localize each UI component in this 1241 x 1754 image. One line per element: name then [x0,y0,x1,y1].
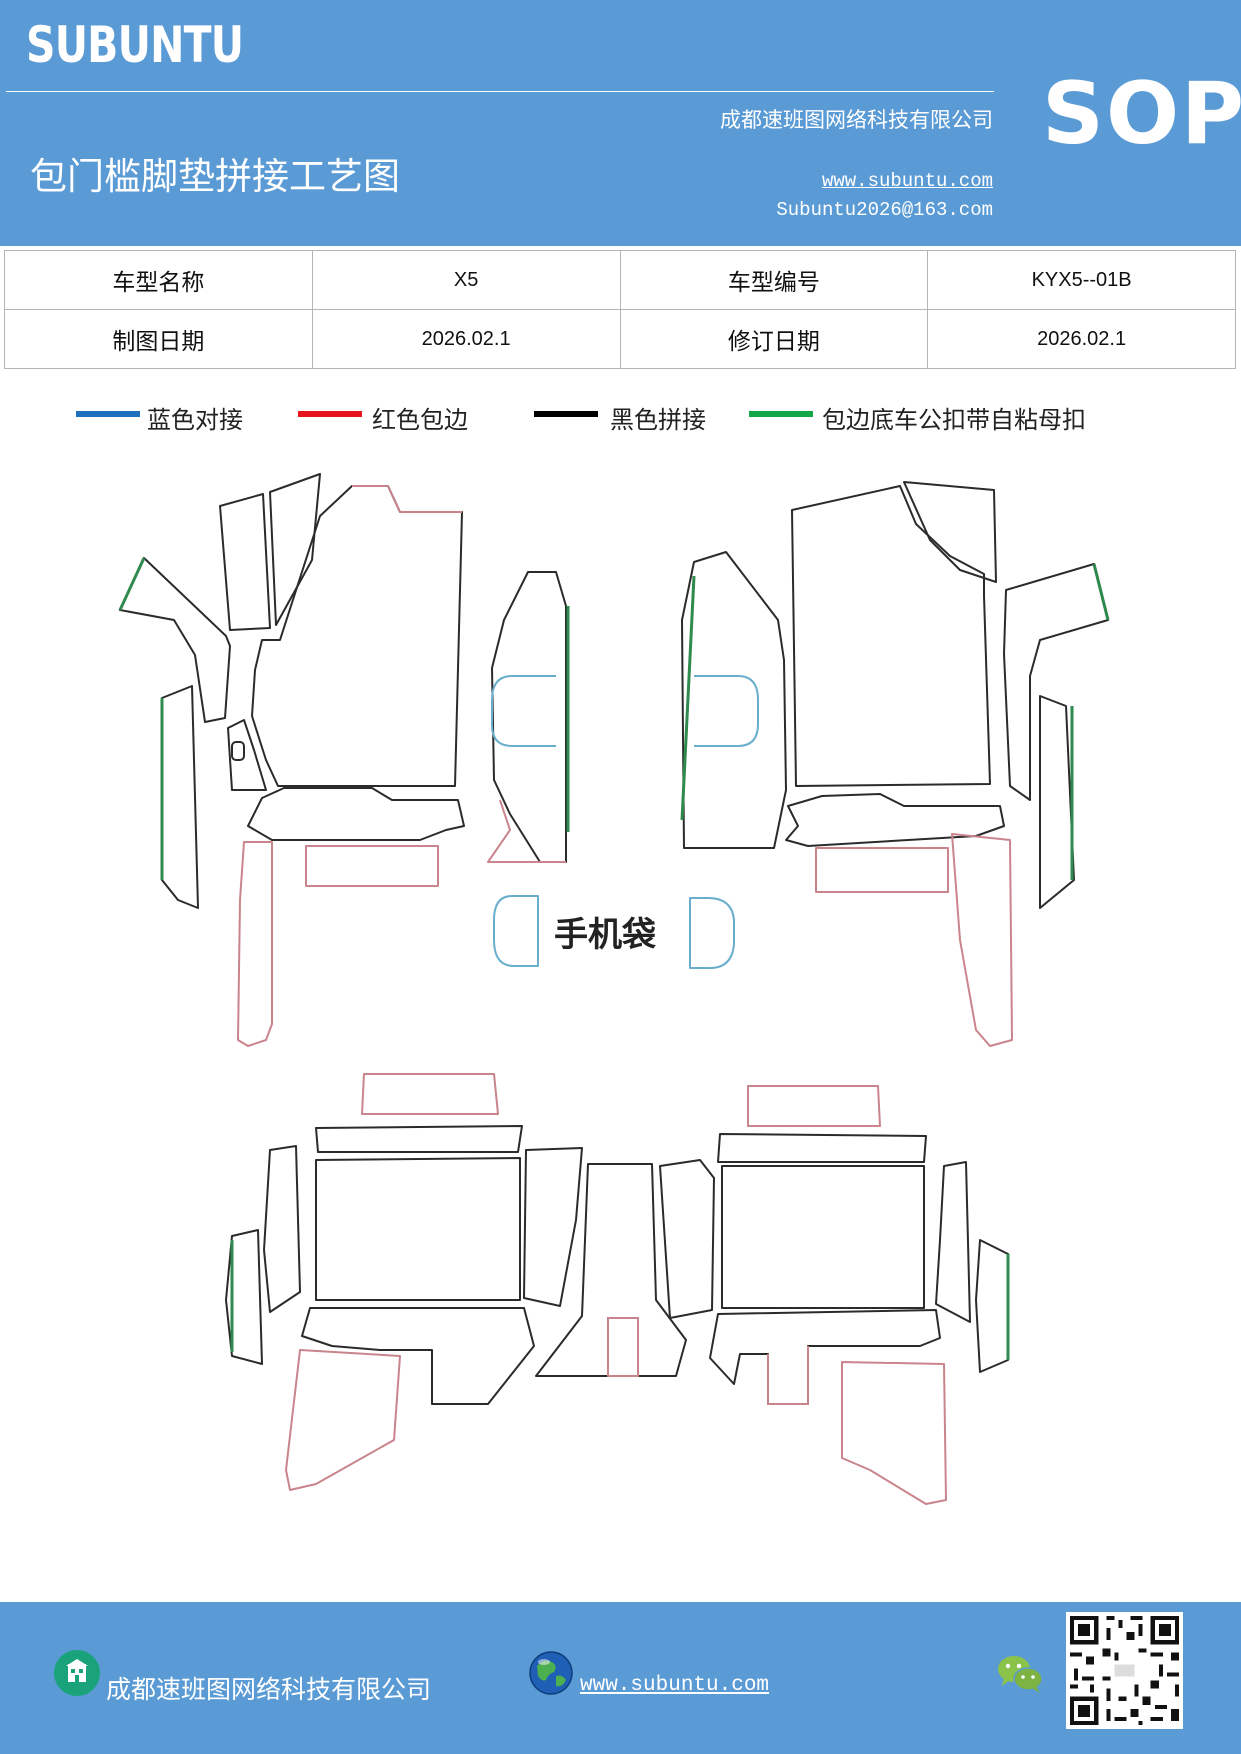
mat-hole [231,741,245,761]
legend-swatch-blue [76,411,140,417]
header-company-name: 成都速班图网络科技有限公司 [720,108,993,132]
vehicle-code-label: 车型编号 [619,250,929,310]
brand-logo: SUBUNTU [26,16,244,74]
mat-piece [681,551,787,849]
mat-piece [315,1125,523,1153]
mat-piece [815,847,949,893]
vehicle-name-label: 车型名称 [4,250,313,310]
building-icon [54,1650,100,1696]
mat-piece [305,845,439,887]
legend-label: 蓝色对接 [147,406,243,434]
legend-swatch-black [534,411,598,417]
phone-pocket-left [493,895,539,967]
rear-left-mat-group [225,1073,583,1491]
globe-icon [528,1650,574,1696]
mat-piece [269,473,321,626]
mat-piece [315,1157,521,1301]
table-row: 车型名称 X5 车型编号 KYX5--01B [4,250,1236,310]
legend-swatch-green [749,411,813,417]
legend-label: 黑色拼接 [610,406,706,434]
vehicle-info-table: 车型名称 X5 车型编号 KYX5--01B 制图日期 2026.02.1 修订… [4,250,1236,369]
mat-piece [535,1163,687,1377]
mat-piece [263,1145,301,1313]
header-divider [6,91,994,92]
footer-company-name: 成都速班图网络科技有限公司 [106,1675,432,1704]
mat-piece [903,481,997,583]
mat-piece [225,1229,263,1365]
header-banner: SUBUNTU 成都速班图网络科技有限公司 包门槛脚垫拼接工艺图 www.sub… [0,0,1241,246]
mat-piece [247,787,465,841]
mat-piece [1039,695,1075,909]
revision-date-label: 修订日期 [619,309,929,369]
mat-piece [227,719,267,791]
mat-piece [975,1239,1009,1373]
legend-label: 红色包边 [372,406,468,434]
mat-pocket-outline [491,675,556,747]
drawing-date-value: 2026.02.1 [311,309,621,369]
mat-piece [659,1159,715,1319]
revision-date-value: 2026.02.1 [927,309,1236,369]
mat-piece [491,571,567,863]
mat-piece [237,841,273,1047]
mat-edge-red [767,1346,809,1405]
mat-edge-red [607,1317,639,1377]
mat-edge-green [680,575,696,821]
mat-edge-green [1092,563,1110,621]
mat-piece [301,1307,535,1405]
legend-label: 包边底车公扣带自粘母扣 [822,406,1086,434]
mat-piece [717,1133,927,1163]
qr-code[interactable] [1066,1612,1183,1729]
mat-piece [119,557,231,723]
phone-pocket-right [689,897,735,969]
mat-pocket-outline [694,675,759,747]
mat-piece [251,485,463,787]
floor-mat-diagram: 手机袋 [118,473,1110,1505]
rear-right-mat-group [659,1085,1010,1505]
mat-piece [709,1309,941,1405]
mat-edge-red [487,799,566,863]
front-right-mat-group [680,481,1110,1047]
mat-piece [951,833,1013,1047]
mat-piece [747,1085,881,1127]
sop-badge: SOP [1042,64,1241,164]
footer-website-link[interactable]: www.subuntu.com [580,1674,770,1697]
mat-edge-red [352,485,462,513]
mat-piece [935,1161,971,1323]
footer-banner: 成都速班图网络科技有限公司 www.subuntu.com [0,1602,1241,1754]
table-row: 制图日期 2026.02.1 修订日期 2026.02.1 [4,309,1236,369]
header-website-link[interactable]: www.subuntu.com [821,170,993,192]
document-title: 包门槛脚垫拼接工艺图 [30,155,400,198]
mat-piece [361,1073,499,1115]
vehicle-name-value: X5 [311,250,621,310]
mat-edge-green [118,557,146,611]
mat-piece [523,1147,583,1307]
front-left-mat-group [118,473,570,1047]
mat-piece [841,1361,947,1505]
drawing-date-label: 制图日期 [4,309,313,369]
phone-pocket-label: 手机袋 [554,915,656,955]
mat-piece [721,1165,925,1309]
header-email: Subuntu2026@163.com [776,199,993,221]
mat-piece [219,493,271,631]
rear-center-mat-group [535,1163,687,1377]
mat-piece [161,685,199,909]
mat-piece [285,1349,401,1491]
phone-pocket-group [493,895,735,969]
line-legend: 蓝色对接 红色包边 黑色拼接 包边底车公扣带自粘母扣 [0,400,1241,440]
mat-piece [785,793,1005,847]
mat-piece [1003,563,1109,801]
legend-swatch-red [298,411,362,417]
mat-piece [791,485,991,787]
vehicle-code-value: KYX5--01B [927,250,1236,310]
wechat-icon [996,1652,1044,1696]
